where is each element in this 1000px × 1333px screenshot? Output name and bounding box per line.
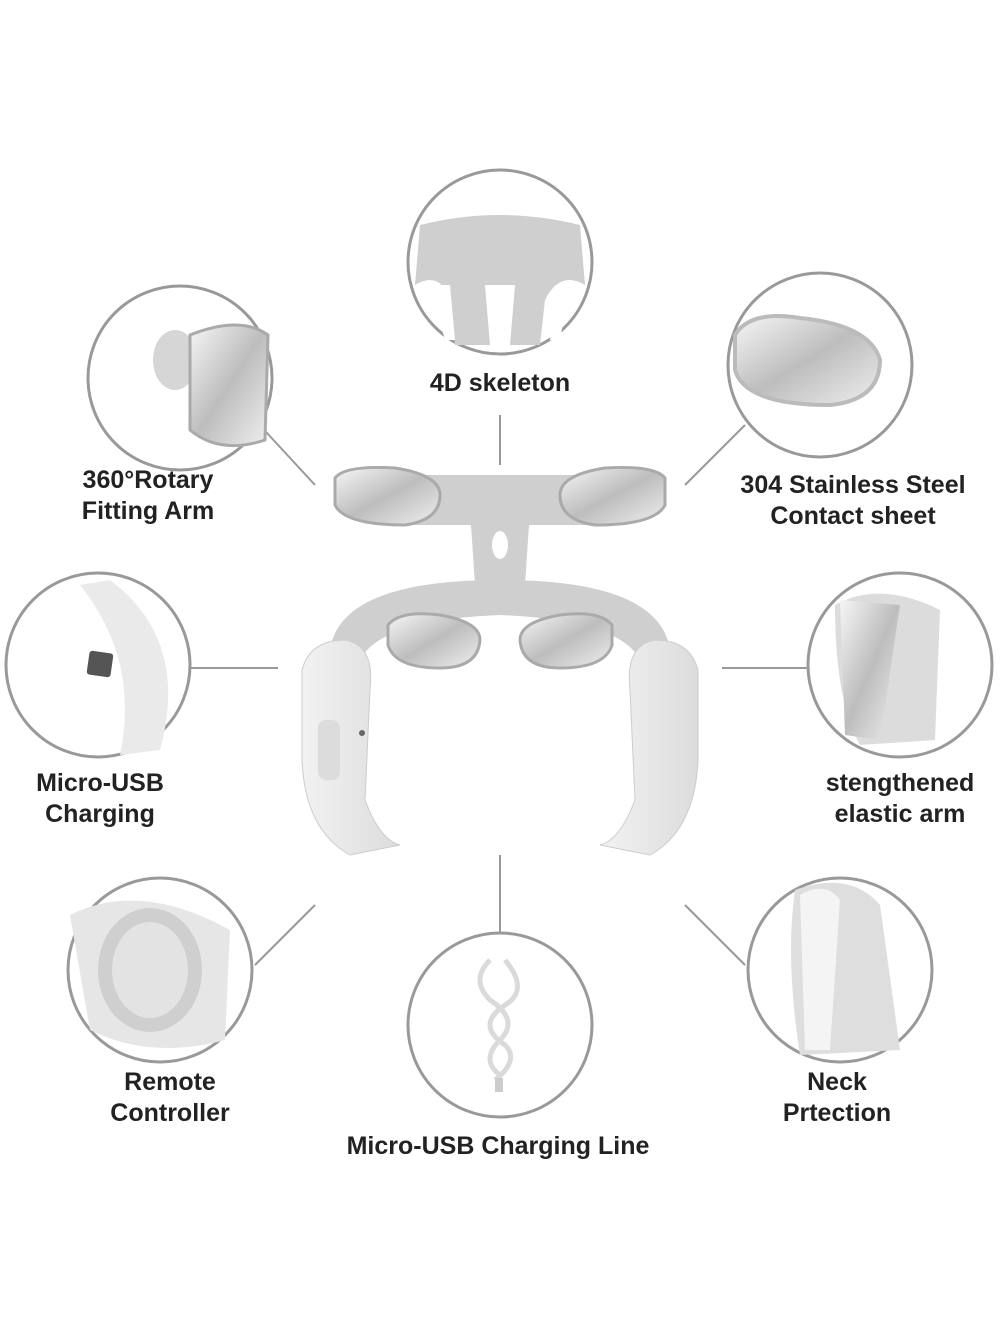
label-line: Fitting Arm [81,497,215,525]
label-line: Contact sheet [770,502,936,530]
label-charging-line: Micro-USB Charging Line [347,1131,650,1162]
neck-massager-device [301,465,699,856]
circle-contact-sheet [726,271,914,459]
circle-remote [66,876,254,1064]
label-usb-charging: Micro-USB Charging [36,768,164,830]
label-line: Remote [124,1068,216,1096]
label-text: Micro-USB Charging Line [346,1132,650,1160]
label-line: 304 Stainless Steel [740,471,966,499]
label-line: Prtection [782,1099,892,1127]
label-text: 4D skeleton [429,369,571,397]
circle-neck-protection [746,876,934,1064]
label-line: elastic arm [834,800,966,828]
label-line: stengthened [825,769,975,797]
circle-charging-line [406,931,594,1119]
connector-contact-sheet [684,424,746,486]
label-line: Controller [110,1099,230,1127]
label-elastic-arm: stengthened elastic arm [826,768,975,830]
label-line: Charging [45,800,155,828]
connector-remote [254,904,316,966]
label-line: Neck [807,1068,867,1096]
label-line: 360°Rotary [82,466,214,494]
circle-rotary-arm [86,284,274,472]
circle-usb-charging [4,571,192,759]
circle-elastic-arm [806,571,994,759]
label-line: Micro-USB [36,769,164,797]
connector-neck [684,904,746,966]
label-skeleton: 4D skeleton [430,368,570,399]
circle-skeleton [406,168,594,356]
